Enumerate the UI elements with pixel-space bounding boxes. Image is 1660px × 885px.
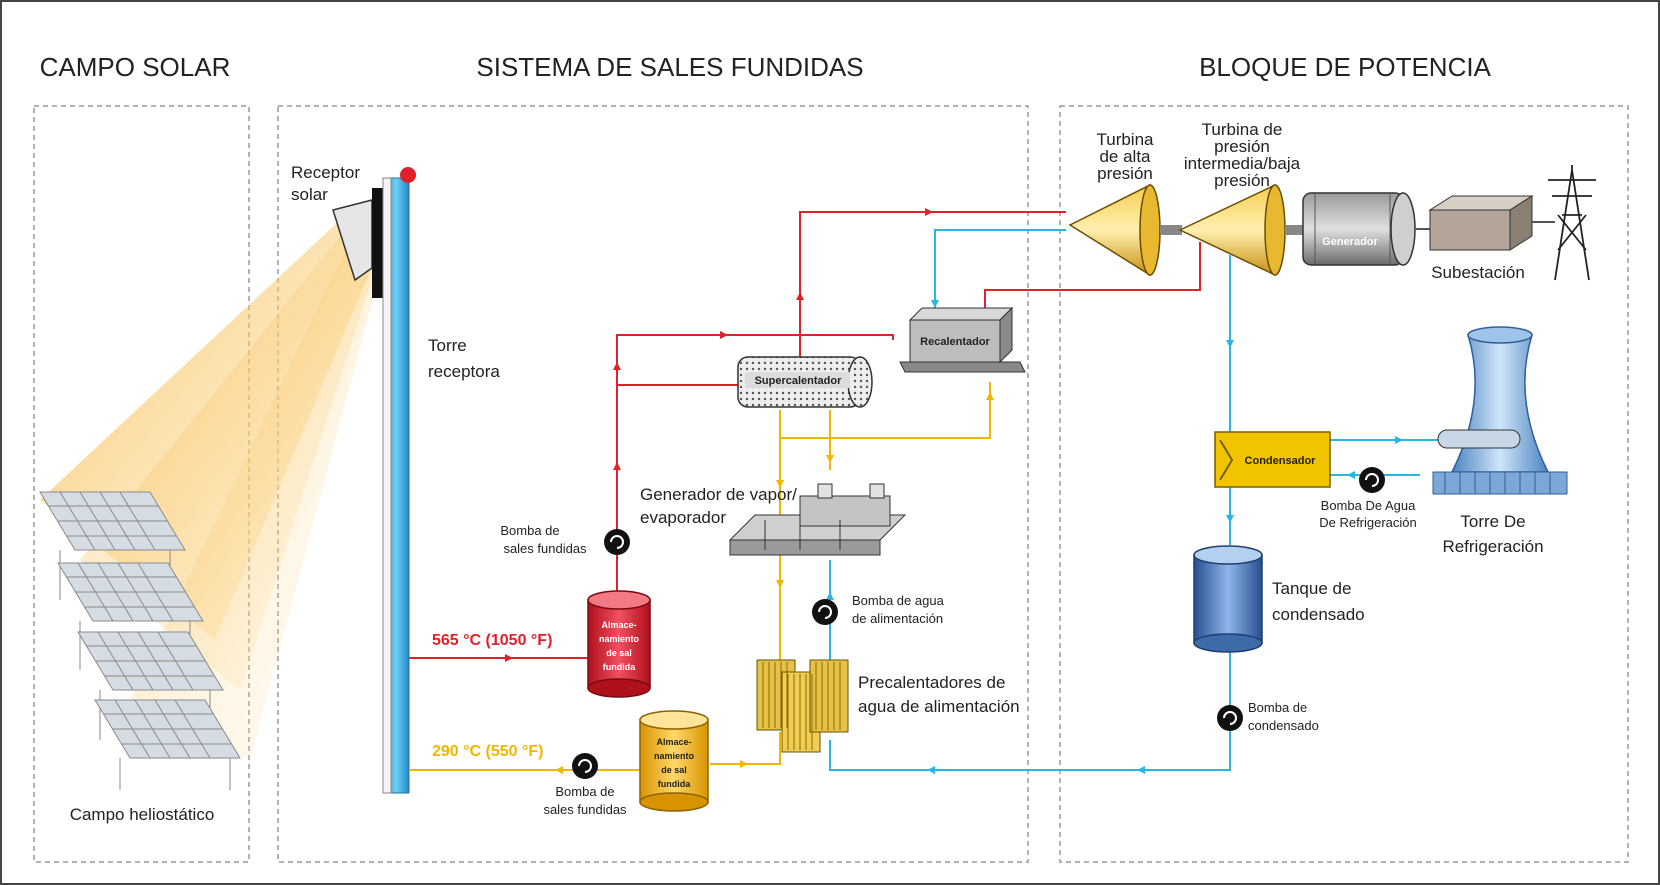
cooling-tower-label-2: Refrigeración — [1442, 537, 1543, 556]
preheaters-label-2: agua de alimentación — [858, 697, 1020, 716]
feed-pump-label-2: de alimentación — [852, 611, 943, 626]
condensate-tank — [1193, 545, 1263, 653]
ilp-turbine-label-1: Turbina de — [1202, 120, 1283, 139]
cond-pump-label-2: condensado — [1248, 718, 1319, 733]
power-pylon-icon — [1548, 165, 1596, 281]
hot-tank-label-4: fundida — [603, 662, 636, 672]
cooling-water-pump-icon — [1359, 467, 1385, 493]
steam-generator — [728, 483, 907, 556]
cold-tank-label-1: Almace- — [656, 737, 691, 747]
cold-salt-lines — [409, 382, 991, 771]
condenser — [1214, 431, 1331, 488]
cooling-pump-label-1: Bomba De Agua — [1321, 498, 1416, 513]
hp-turbine-label-3: presión — [1097, 164, 1153, 183]
turbine-shaft-2 — [1285, 225, 1303, 235]
hot-tank-label-2: namiento — [599, 634, 640, 644]
generator — [1302, 192, 1416, 266]
reheater-label: Recalentador — [920, 336, 990, 348]
superheater-label: Supercalentador — [755, 375, 843, 387]
hot-flow-arrows — [505, 208, 933, 662]
tower-top-node — [400, 167, 416, 183]
heliostat-field-label: Campo heliostático — [70, 805, 215, 824]
cold-tank-label-2: namiento — [654, 751, 695, 761]
hp-turbine-label-2: de alta — [1099, 147, 1151, 166]
power-block-box — [1059, 105, 1629, 863]
salt-pump-bottom-label-1: Bomba de — [555, 784, 614, 799]
molten-salt-box — [277, 105, 1029, 863]
section-title-molten-salt: SISTEMA DE SALES FUNDIDAS — [476, 52, 863, 82]
cooling-tower-label-1: Torre De — [1460, 512, 1525, 531]
reheater — [899, 306, 1026, 373]
salt-pump-top-icon — [604, 529, 630, 555]
water-flow-arrows — [826, 300, 1403, 774]
solar-receiver-label-1: Receptor — [291, 163, 360, 182]
tower-downcomer — [382, 177, 392, 794]
salt-pump-bottom-label-2: sales fundidas — [543, 802, 627, 817]
superheater — [737, 356, 873, 408]
section-title-solar-field: CAMPO SOLAR — [40, 52, 231, 82]
cold-temp-label: 290 °C (550 °F) — [432, 743, 544, 760]
ilp-turbine-label-3: intermedia/baja — [1184, 154, 1301, 173]
feed-pump-label-1: Bomba de agua — [852, 593, 945, 608]
feedwater-preheaters — [756, 659, 849, 753]
hot-salt-tank — [587, 590, 651, 698]
tower-label-1: Torre — [428, 336, 467, 355]
substation — [1428, 195, 1534, 251]
salt-pump-top-label-1: Bomba de — [500, 523, 559, 538]
feedwater-pump-icon — [812, 599, 838, 625]
hot-temp-label: 565 °C (1050 °F) — [432, 632, 552, 649]
cold-tank-label-3: de sal — [661, 765, 687, 775]
hot-tank-label-1: Almace- — [601, 620, 636, 630]
salt-pump-top-label-2: sales fundidas — [503, 541, 587, 556]
salt-pump-bottom-icon — [572, 753, 598, 779]
section-title-power-block: BLOQUE DE POTENCIA — [1199, 52, 1491, 82]
generator-label: Generador — [1322, 236, 1378, 248]
cooling-tower — [1432, 326, 1568, 495]
ilp-turbine — [1178, 183, 1286, 277]
hp-turbine-label-1: Turbina — [1096, 130, 1154, 149]
cold-flow-arrows — [555, 392, 994, 774]
steam-gen-label-2: evaporador — [640, 508, 726, 527]
hot-tank-label-3: de sal — [606, 648, 632, 658]
tower-label-2: receptora — [428, 362, 500, 381]
cond-tank-label-1: Tanque de — [1272, 579, 1351, 598]
steam-gen-label-1: Generador de vapor/ — [640, 485, 797, 504]
ilp-turbine-label-2: presión — [1214, 137, 1270, 156]
hp-turbine — [1068, 183, 1161, 277]
ilp-turbine-label-4: presión — [1214, 171, 1270, 190]
heliostat-field — [39, 491, 241, 790]
turbine-shaft-1 — [1160, 225, 1182, 235]
condenser-label: Condensador — [1245, 455, 1317, 467]
cond-tank-label-2: condensado — [1272, 605, 1365, 624]
cond-pump-label-1: Bomba de — [1248, 700, 1307, 715]
cold-salt-tank — [639, 710, 709, 812]
condensate-pump-icon — [1217, 705, 1243, 731]
cold-tank-label-4: fundida — [658, 779, 691, 789]
cooling-pump-label-2: De Refrigeración — [1319, 515, 1417, 530]
preheaters-label-1: Precalentadores de — [858, 673, 1005, 692]
solar-receiver-label-2: solar — [291, 185, 328, 204]
substation-label: Subestación — [1431, 263, 1525, 282]
